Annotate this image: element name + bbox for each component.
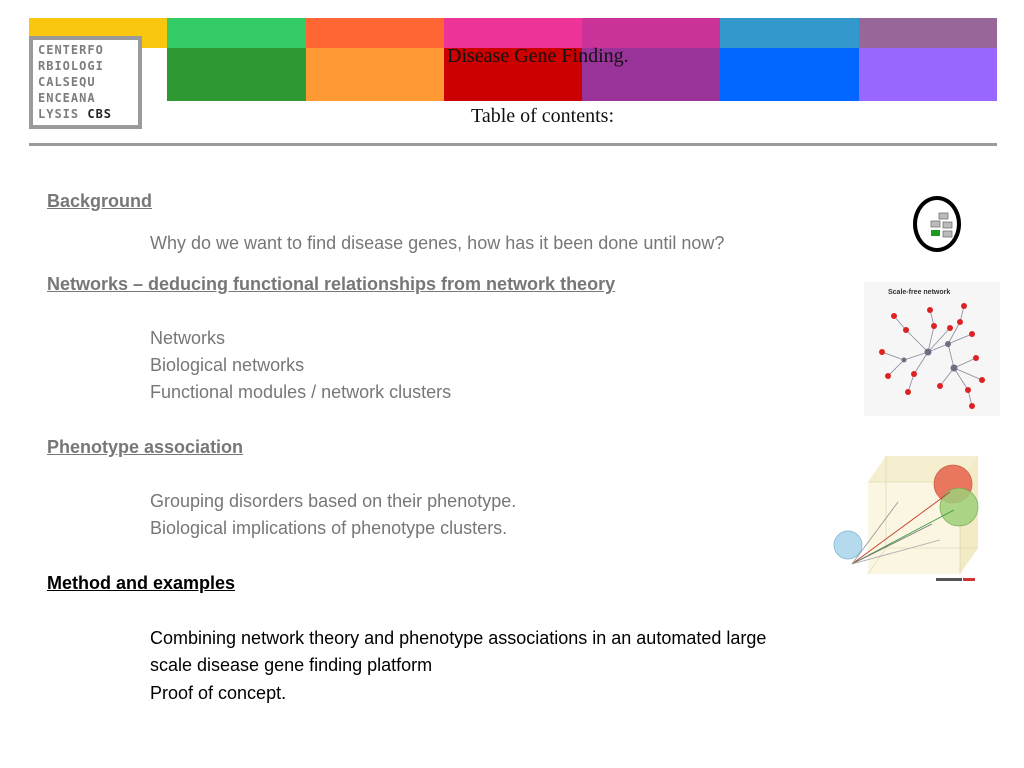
method-item-1: Combining network theory and phenotype a… — [150, 628, 767, 648]
logo-line-1: CENTERFO — [38, 43, 104, 57]
cbs-logo: CENTERFO RBIOLOGI CALSEQU ENCEANA LYSIS … — [29, 36, 142, 129]
banner-stripe-6 — [720, 48, 859, 101]
header-divider — [29, 143, 997, 146]
banner-stripe-2 — [167, 18, 306, 48]
logo-line-3: CALSEQU — [38, 75, 96, 89]
heading-method: Method and examples — [47, 573, 236, 593]
logo-line-5: LYSIS CBS — [38, 106, 112, 122]
logo-line-5-text: LYSIS — [38, 107, 80, 121]
phenotype-cluster-figure — [833, 456, 979, 581]
banner-stripe-7 — [858, 18, 997, 48]
phenotype-item-1: Grouping disorders based on their phenot… — [150, 491, 517, 511]
background-item-1: Why do we want to find disease genes, ho… — [150, 233, 725, 253]
banner-stripe-3 — [305, 18, 444, 48]
networks-item-2: Biological networks — [150, 355, 305, 375]
networks-item-1: Networks — [150, 328, 226, 348]
banner-stripe-3 — [305, 48, 444, 101]
banner-stripe-2 — [167, 48, 306, 101]
method-item-3: Proof of concept. — [150, 683, 287, 703]
phenotype-item-2: Biological implications of phenotype clu… — [150, 518, 508, 538]
module-network-icon — [913, 196, 961, 252]
network-figure-title: Scale-free network — [888, 289, 950, 296]
banner-top-stripes — [29, 18, 997, 48]
heading-phenotype: Phenotype association — [47, 437, 244, 457]
heading-background: Background — [47, 191, 153, 211]
banner-stripe-4 — [443, 18, 583, 48]
logo-cbs: CBS — [87, 107, 113, 121]
networks-item-3: Functional modules / network clusters — [150, 382, 452, 402]
slide-subtitle: Table of contents: — [471, 105, 614, 127]
scale-free-network-figure: Scale-free network — [864, 282, 1000, 416]
method-item-2: scale disease gene finding platform — [150, 655, 433, 675]
banner-stripe-7 — [858, 48, 997, 101]
logo-line-4: ENCEANA — [38, 91, 96, 105]
heading-networks: Networks – deducing functional relations… — [47, 274, 616, 294]
slide-title: Disease Gene Finding. — [447, 45, 629, 67]
banner-stripe-5 — [582, 18, 721, 48]
banner-stripe-4 — [443, 48, 583, 101]
logo-line-2: RBIOLOGI — [38, 59, 104, 73]
banner-stripe-6 — [720, 18, 859, 48]
banner-stripe-5 — [582, 48, 721, 101]
